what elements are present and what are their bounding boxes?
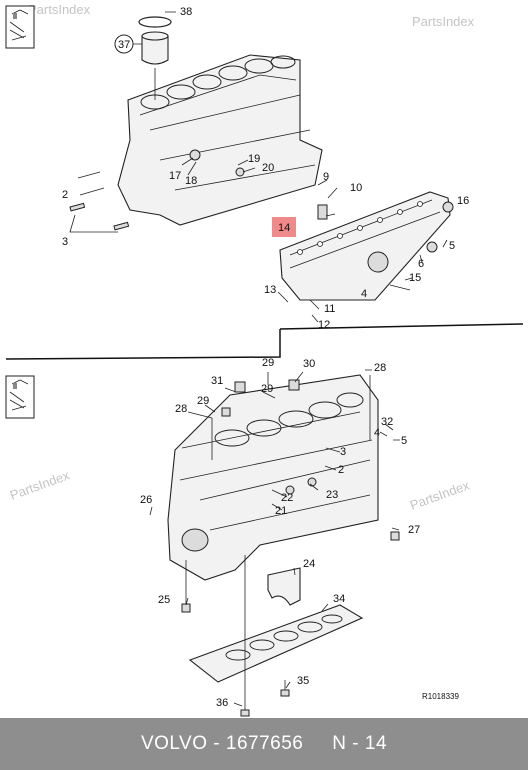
bolts [181, 375, 400, 717]
callout-5: 5 [449, 240, 455, 252]
fastener-kit-icon [5, 5, 35, 49]
callout-10: 10 [350, 182, 362, 194]
callout-29: 29 [197, 395, 209, 407]
callout-19: 19 [248, 153, 260, 165]
callout-18: 18 [185, 175, 197, 187]
piston [138, 16, 172, 100]
callout-29: 29 [261, 383, 273, 395]
callout-35: 35 [297, 675, 309, 687]
callout-28: 28 [175, 403, 187, 415]
highlight-box [272, 217, 296, 237]
callout-22: 22 [281, 492, 293, 504]
callout-5: 5 [401, 435, 407, 447]
callout-3: 3 [340, 446, 346, 458]
callout-34: 34 [333, 593, 345, 605]
callout-23: 23 [326, 489, 338, 501]
reference-code: R1018339 [422, 692, 459, 701]
watermark: PartsIndex [8, 467, 72, 503]
brand-name: VOLVO [140, 733, 208, 754]
separator: - [207, 733, 226, 754]
callout-32: 32 [381, 416, 393, 428]
callout-11: 11 [324, 303, 335, 315]
section-divider [5, 329, 281, 360]
callout-13: 13 [264, 284, 276, 296]
leader-lines [133, 11, 448, 707]
callout-9: 9 [323, 171, 329, 183]
engine-block-top [117, 54, 323, 226]
fastener-kit-icon [5, 375, 35, 419]
bolts [69, 171, 130, 233]
position-code: N - 14 [332, 733, 388, 754]
section-divider [279, 323, 524, 330]
callout-24: 24 [303, 558, 315, 570]
timing-cover-gasket [279, 191, 454, 301]
engine-block-bottom [167, 374, 379, 581]
plugs [221, 379, 300, 417]
callout-28: 28 [374, 362, 386, 374]
callout-25: 25 [158, 594, 170, 606]
gap [303, 733, 332, 755]
callout-31: 31 [211, 375, 223, 387]
watermark: PartsIndex [28, 2, 91, 17]
callout-21: 21 [275, 505, 287, 517]
callout-3: 3 [62, 236, 68, 248]
callout-17: 17 [169, 170, 181, 182]
ladder-frame [188, 604, 364, 683]
callout-30: 30 [303, 358, 315, 370]
callout-20: 20 [262, 162, 274, 174]
part-number: 1677656 [225, 733, 304, 754]
callout-4: 4 [374, 427, 380, 439]
callout-2: 2 [338, 464, 344, 476]
callout-27: 27 [408, 524, 420, 536]
exploded-parts-diagram: PartsIndex PartsIndex PartsIndex PartsIn… [5, 2, 524, 717]
callout-29: 29 [262, 357, 274, 369]
callout-26: 26 [140, 494, 152, 506]
callout-4: 4 [361, 288, 367, 300]
footer-bar: VOLVO - 1677656 N - 14 [0, 718, 528, 770]
callout-38: 38 [180, 6, 192, 18]
callout-12: 12 [318, 319, 330, 331]
callout-6: 6 [418, 258, 424, 270]
bearing-cap [267, 567, 301, 606]
watermark: PartsIndex [408, 477, 472, 513]
callout-circle [114, 34, 134, 54]
callout-16: 16 [457, 195, 469, 207]
watermark: PartsIndex [412, 14, 475, 29]
callout-36: 36 [216, 697, 228, 709]
callout-14: 14 [278, 222, 290, 234]
callout-37: 37 [118, 39, 130, 51]
callout-15: 15 [409, 272, 421, 284]
callout-2: 2 [62, 189, 68, 201]
